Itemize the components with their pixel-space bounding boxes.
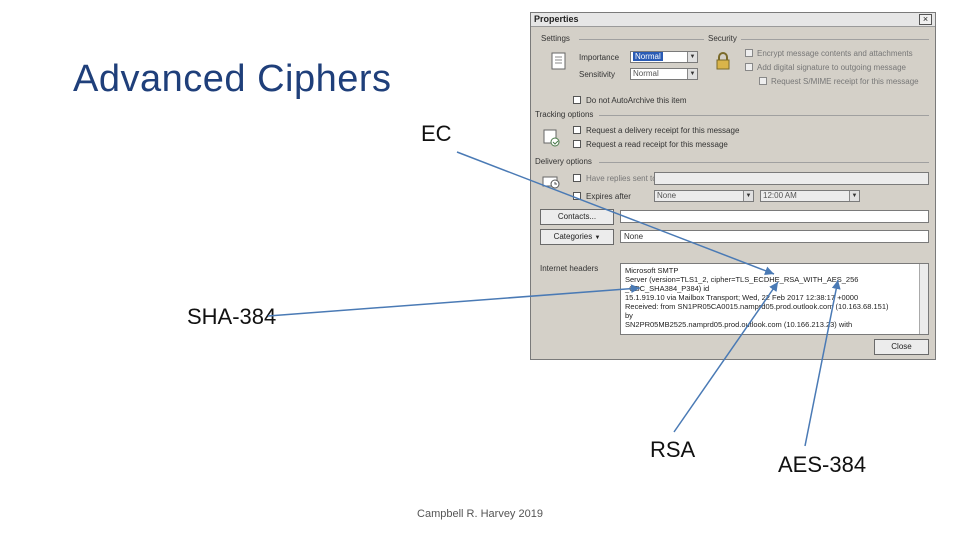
contacts-button[interactable]: Contacts... [540,209,614,225]
annotation-aes: AES-384 [778,452,867,477]
security-divider [741,39,929,40]
read-receipt-checkbox[interactable] [573,140,581,148]
encrypt-label: Encrypt message contents and attachments [757,49,913,58]
chevron-down-icon: ▼ [594,235,601,241]
tracking-divider [599,115,929,116]
close-icon[interactable]: × [919,14,932,25]
annotation-rsa: RSA [650,437,696,462]
settings-divider [579,39,704,40]
arrow-rsa [673,281,779,433]
smime-label: Request S/MIME receipt for this message [771,77,919,86]
delivery-divider [599,162,929,163]
expires-time-select[interactable]: 12:00 AM ▼ [760,190,860,202]
encrypt-checkbox[interactable] [745,49,753,57]
chevron-down-icon: ▼ [743,191,753,201]
importance-label: Importance [579,53,620,62]
categories-value: None [620,230,929,243]
lock-icon [716,52,730,70]
dialog-title: Properties [534,14,579,24]
annotation-sha: SHA-384 [187,304,277,329]
autoarchive-label: Do not AutoArchive this item [586,96,687,105]
arrow-aes [804,279,841,447]
expires-date-select[interactable]: None ▼ [654,190,754,202]
expires-label: Expires after [586,192,631,201]
header-line: SN2PR05MB2525.namprd05.prod.outlook.com … [625,320,853,329]
internet-headers-textarea[interactable]: Microsoft SMTP Server (version=TLS1_2, c… [620,263,929,335]
read-receipt-label: Request a read receipt for this message [586,140,728,149]
arrow-sha [267,284,641,317]
arrow-ec [456,151,775,275]
delivery-group-label: Delivery options [535,157,592,166]
delivery-icon [542,176,560,189]
header-line: Received: from SN1PR05CA0015.namprd05.pr… [625,302,889,311]
have-replies-input[interactable] [654,172,929,185]
settings-icon [551,52,566,70]
internet-headers-label: Internet headers [540,264,599,273]
tracking-icon [543,129,560,147]
smime-checkbox[interactable] [759,77,767,85]
sensitivity-select[interactable]: Normal ▼ [630,68,698,80]
sensitivity-label: Sensitivity [579,70,616,79]
importance-select[interactable]: Normal ▼ [630,51,698,63]
chevron-down-icon: ▼ [687,69,697,79]
categories-button[interactable]: Categories ▼ [540,229,614,245]
sign-checkbox[interactable] [745,63,753,71]
header-line: Microsoft SMTP [625,266,679,275]
security-group-label: Security [708,34,737,43]
expires-checkbox[interactable] [573,192,581,200]
contacts-input[interactable] [620,210,929,223]
header-line: 15.1.919.10 via Mailbox Transport; Wed, … [625,293,859,302]
chevron-down-icon: ▼ [849,191,859,201]
chevron-down-icon: ▼ [687,52,697,62]
slide-title: Advanced Ciphers [73,58,392,100]
tracking-group-label: Tracking options [535,110,594,119]
settings-group-label: Settings [541,34,570,43]
have-replies-checkbox[interactable] [573,174,581,182]
header-line: Server (version=TLS1_2, cipher=TLS_ECDHE… [625,275,859,284]
autoarchive-checkbox[interactable] [573,96,581,104]
header-line: _CBC_SHA384_P384) id [625,284,710,293]
dialog-titlebar: Properties × [531,13,935,27]
delivery-receipt-label: Request a delivery receipt for this mess… [586,126,740,135]
delivery-receipt-checkbox[interactable] [573,126,581,134]
footer-credit: Campbell R. Harvey 2019 [417,508,543,520]
header-line: by [625,311,633,320]
close-button[interactable]: Close [874,339,929,355]
have-replies-label: Have replies sent to [586,174,657,183]
sign-label: Add digital signature to outgoing messag… [757,63,906,72]
annotation-ec: EC [421,121,452,146]
properties-dialog: Properties × Settings Importance Normal … [530,12,936,360]
headers-scrollbar[interactable] [919,264,928,334]
